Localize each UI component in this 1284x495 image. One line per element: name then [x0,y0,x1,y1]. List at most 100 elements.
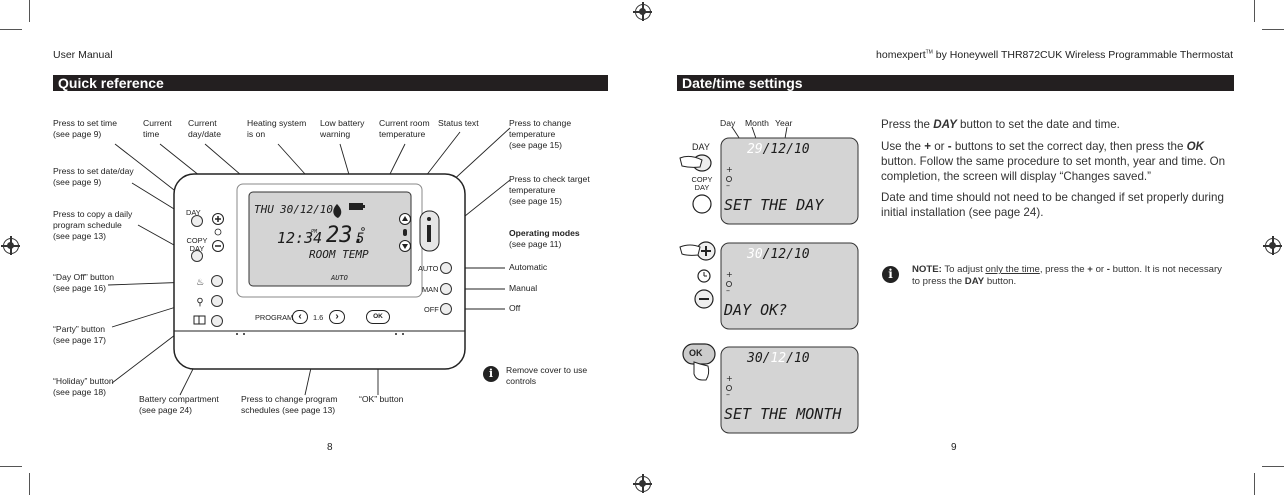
callout-line: temperature [509,185,556,195]
section-title-quick-reference: Quick reference [53,75,608,91]
note-label: NOTE: [912,264,942,275]
crop-mark [29,473,30,495]
registration-mark-icon [633,474,652,493]
ok-button[interactable]: OK [366,310,390,324]
device-day-label: DAY [186,208,201,217]
callout-battery: Battery compartment(see page 24) [139,394,219,416]
callout-line: (see page 17) [53,335,107,345]
lcd-temperature-decimal: 5 [356,231,365,247]
text: button to set the date and time. [956,118,1120,131]
lcd-day-highlight: 29 [747,142,763,157]
chevron-right-icon: › [335,311,339,322]
crop-mark [1254,473,1255,495]
page-number-left: 8 [327,442,333,453]
lcd-screen-3-text: SET THE MONTH [724,405,842,423]
minus-key: - [947,140,952,153]
callout-automatic: Automatic [509,262,548,272]
copy-day-word: DAY [694,183,710,192]
instruction-paragraph-2: Use the + or - buttons to set the correc… [881,139,1231,184]
party-button[interactable] [211,295,223,307]
text: or [1092,264,1107,275]
note-underlined: only the time [985,264,1040,275]
svg-text:+: + [726,374,733,383]
callout-line: is on [247,129,266,139]
day-button[interactable] [191,215,203,227]
day-off-button[interactable] [211,275,223,287]
brand-name: homexpert [876,49,926,61]
callout-line: time [143,129,160,139]
registration-mark-icon [1263,236,1282,255]
text: Use the [881,140,925,153]
lcd-time: 12:34 [277,229,323,247]
device-man-label: MAN [422,285,439,294]
minus-key: - [1106,264,1110,275]
svg-text:+: + [726,270,733,279]
info-icon: i [882,266,899,283]
lcd-date-rest: /10 [786,351,810,366]
text: buttons to set the correct day, then pre… [951,140,1187,153]
callout-line: Operating modes [509,228,580,238]
callout-line: Press to change program [241,394,338,404]
copy-day-button[interactable] [191,250,203,262]
callout-line: Press to set time [53,118,117,128]
callout-line: program schedule [53,220,122,230]
lcd-screen-2-date: 30/12/10 [747,247,810,262]
text: button. It is not necessary to press the [912,264,1222,287]
callout-line: schedules (see page 13) [241,405,336,415]
callout-operating-modes: Operating modes(see page 11) [509,228,580,250]
callout-line: “Holiday” button [53,376,114,386]
holiday-button[interactable] [211,315,223,327]
program-value: 1.6 [313,313,324,322]
callout-line: Current room [379,118,430,128]
lcd-screen-3-date: 30/12/10 [747,351,810,366]
program-next-button[interactable]: › [329,310,345,324]
callout-line: Current [188,118,217,128]
callout-line: Remove cover to use [506,365,588,375]
callout-line: temperature [379,129,426,139]
callout-line: Current [143,118,172,128]
registration-mark-icon [1,236,20,255]
lcd-time-suffix: PM [311,229,318,235]
text: , press the [1039,264,1088,275]
auto-mode-button[interactable] [440,262,452,274]
callout-line: Heating system [247,118,307,128]
copy-word: COPY [186,236,208,245]
device-off-label: OFF [424,305,439,314]
program-prev-button[interactable]: ‹ [292,310,308,324]
date-time-diagram: +– +– +– [679,126,859,434]
side-day-label: DAY [692,142,710,152]
callout-line: “Party” button [53,324,106,334]
lcd-status: ROOM TEMP [309,248,369,261]
lcd-screen-2-text: DAY OK? [724,301,788,319]
crop-mark [1254,0,1255,22]
crop-mark [1262,466,1284,467]
svg-text:–: – [726,390,730,399]
callout-line: (see page 15) [509,140,563,150]
callout-line: warning [320,129,351,139]
manual-mode-button[interactable] [440,283,452,295]
callout-line: Low battery [320,118,365,128]
callout-day-off: “Day Off” button(see page 16) [53,272,114,294]
chevron-left-icon: ‹ [298,311,302,322]
callout-line: Press to set date/day [53,166,134,176]
off-mode-button[interactable] [440,303,452,315]
svg-text:♨: ♨ [196,278,204,288]
header-product: by Honeywell THR872CUK Wireless Programm… [932,49,1233,61]
day-key: DAY [964,276,985,287]
text: button. Follow the same procedure to set… [881,155,1226,183]
callout-line: “Day Off” button [53,272,114,282]
callout-line: day/date [188,129,221,139]
callout-line: temperature [509,129,556,139]
svg-text:+: + [726,165,733,174]
lcd-date: 30/12/10 [280,203,333,216]
callout-line: (see page 15) [509,196,563,206]
brand-tm: TM [925,49,933,56]
